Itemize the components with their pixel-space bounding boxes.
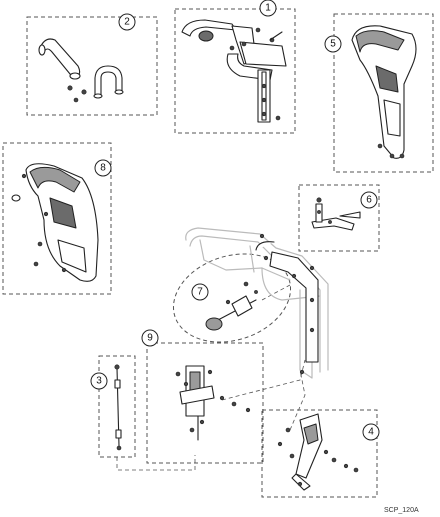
- callout-5: 5: [324, 35, 342, 53]
- group-box-9: [146, 342, 264, 464]
- leader-4-to-frame: [289, 369, 306, 431]
- callout-9: 9: [141, 329, 159, 347]
- callout-1: 1: [259, 0, 277, 17]
- callout-2-label: 2: [124, 17, 130, 28]
- callout-1-label: 1: [265, 3, 271, 14]
- callout-4: 4: [362, 423, 380, 441]
- callout-7: 7: [191, 283, 209, 301]
- callout-9-label: 9: [147, 333, 153, 344]
- left-side-cover-group-8: [11, 163, 99, 282]
- callout-5-label: 5: [330, 39, 336, 50]
- brake-lever-group-6: [311, 197, 361, 231]
- handle-bracket-group-1: [181, 19, 287, 123]
- drawing-code: SCP_120A: [384, 507, 419, 514]
- callout-3-label: 3: [96, 376, 102, 387]
- callout-8-label: 8: [100, 163, 106, 174]
- leader-9-to-frame: [221, 359, 306, 401]
- caliper-group-4: [277, 413, 359, 491]
- callout-6-label: 6: [366, 195, 372, 206]
- group-box-8: [2, 142, 112, 295]
- leader-3-to-frame: [116, 455, 196, 471]
- hose-parts-group-2: [38, 38, 124, 103]
- cable-group-3: [114, 364, 122, 451]
- callout-6: 6: [360, 191, 378, 209]
- group-box-1: [174, 8, 296, 134]
- group-box-2: [26, 16, 158, 116]
- group-box-5: [333, 13, 434, 173]
- release-lever-group-7: [205, 281, 258, 331]
- leader-7-to-frame: [261, 284, 291, 301]
- brake-mechanism-group-9: [175, 365, 251, 441]
- callout-2: 2: [118, 13, 136, 31]
- group-box-4: [261, 409, 378, 498]
- callout-7-label: 7: [197, 287, 203, 298]
- right-side-cover-group-5: [351, 25, 417, 159]
- group-box-6: [298, 184, 380, 252]
- callout-4-label: 4: [368, 427, 374, 438]
- wheelchair-frame-ghost: [185, 227, 329, 379]
- callout-3: 3: [90, 372, 108, 390]
- callout-8: 8: [94, 159, 112, 177]
